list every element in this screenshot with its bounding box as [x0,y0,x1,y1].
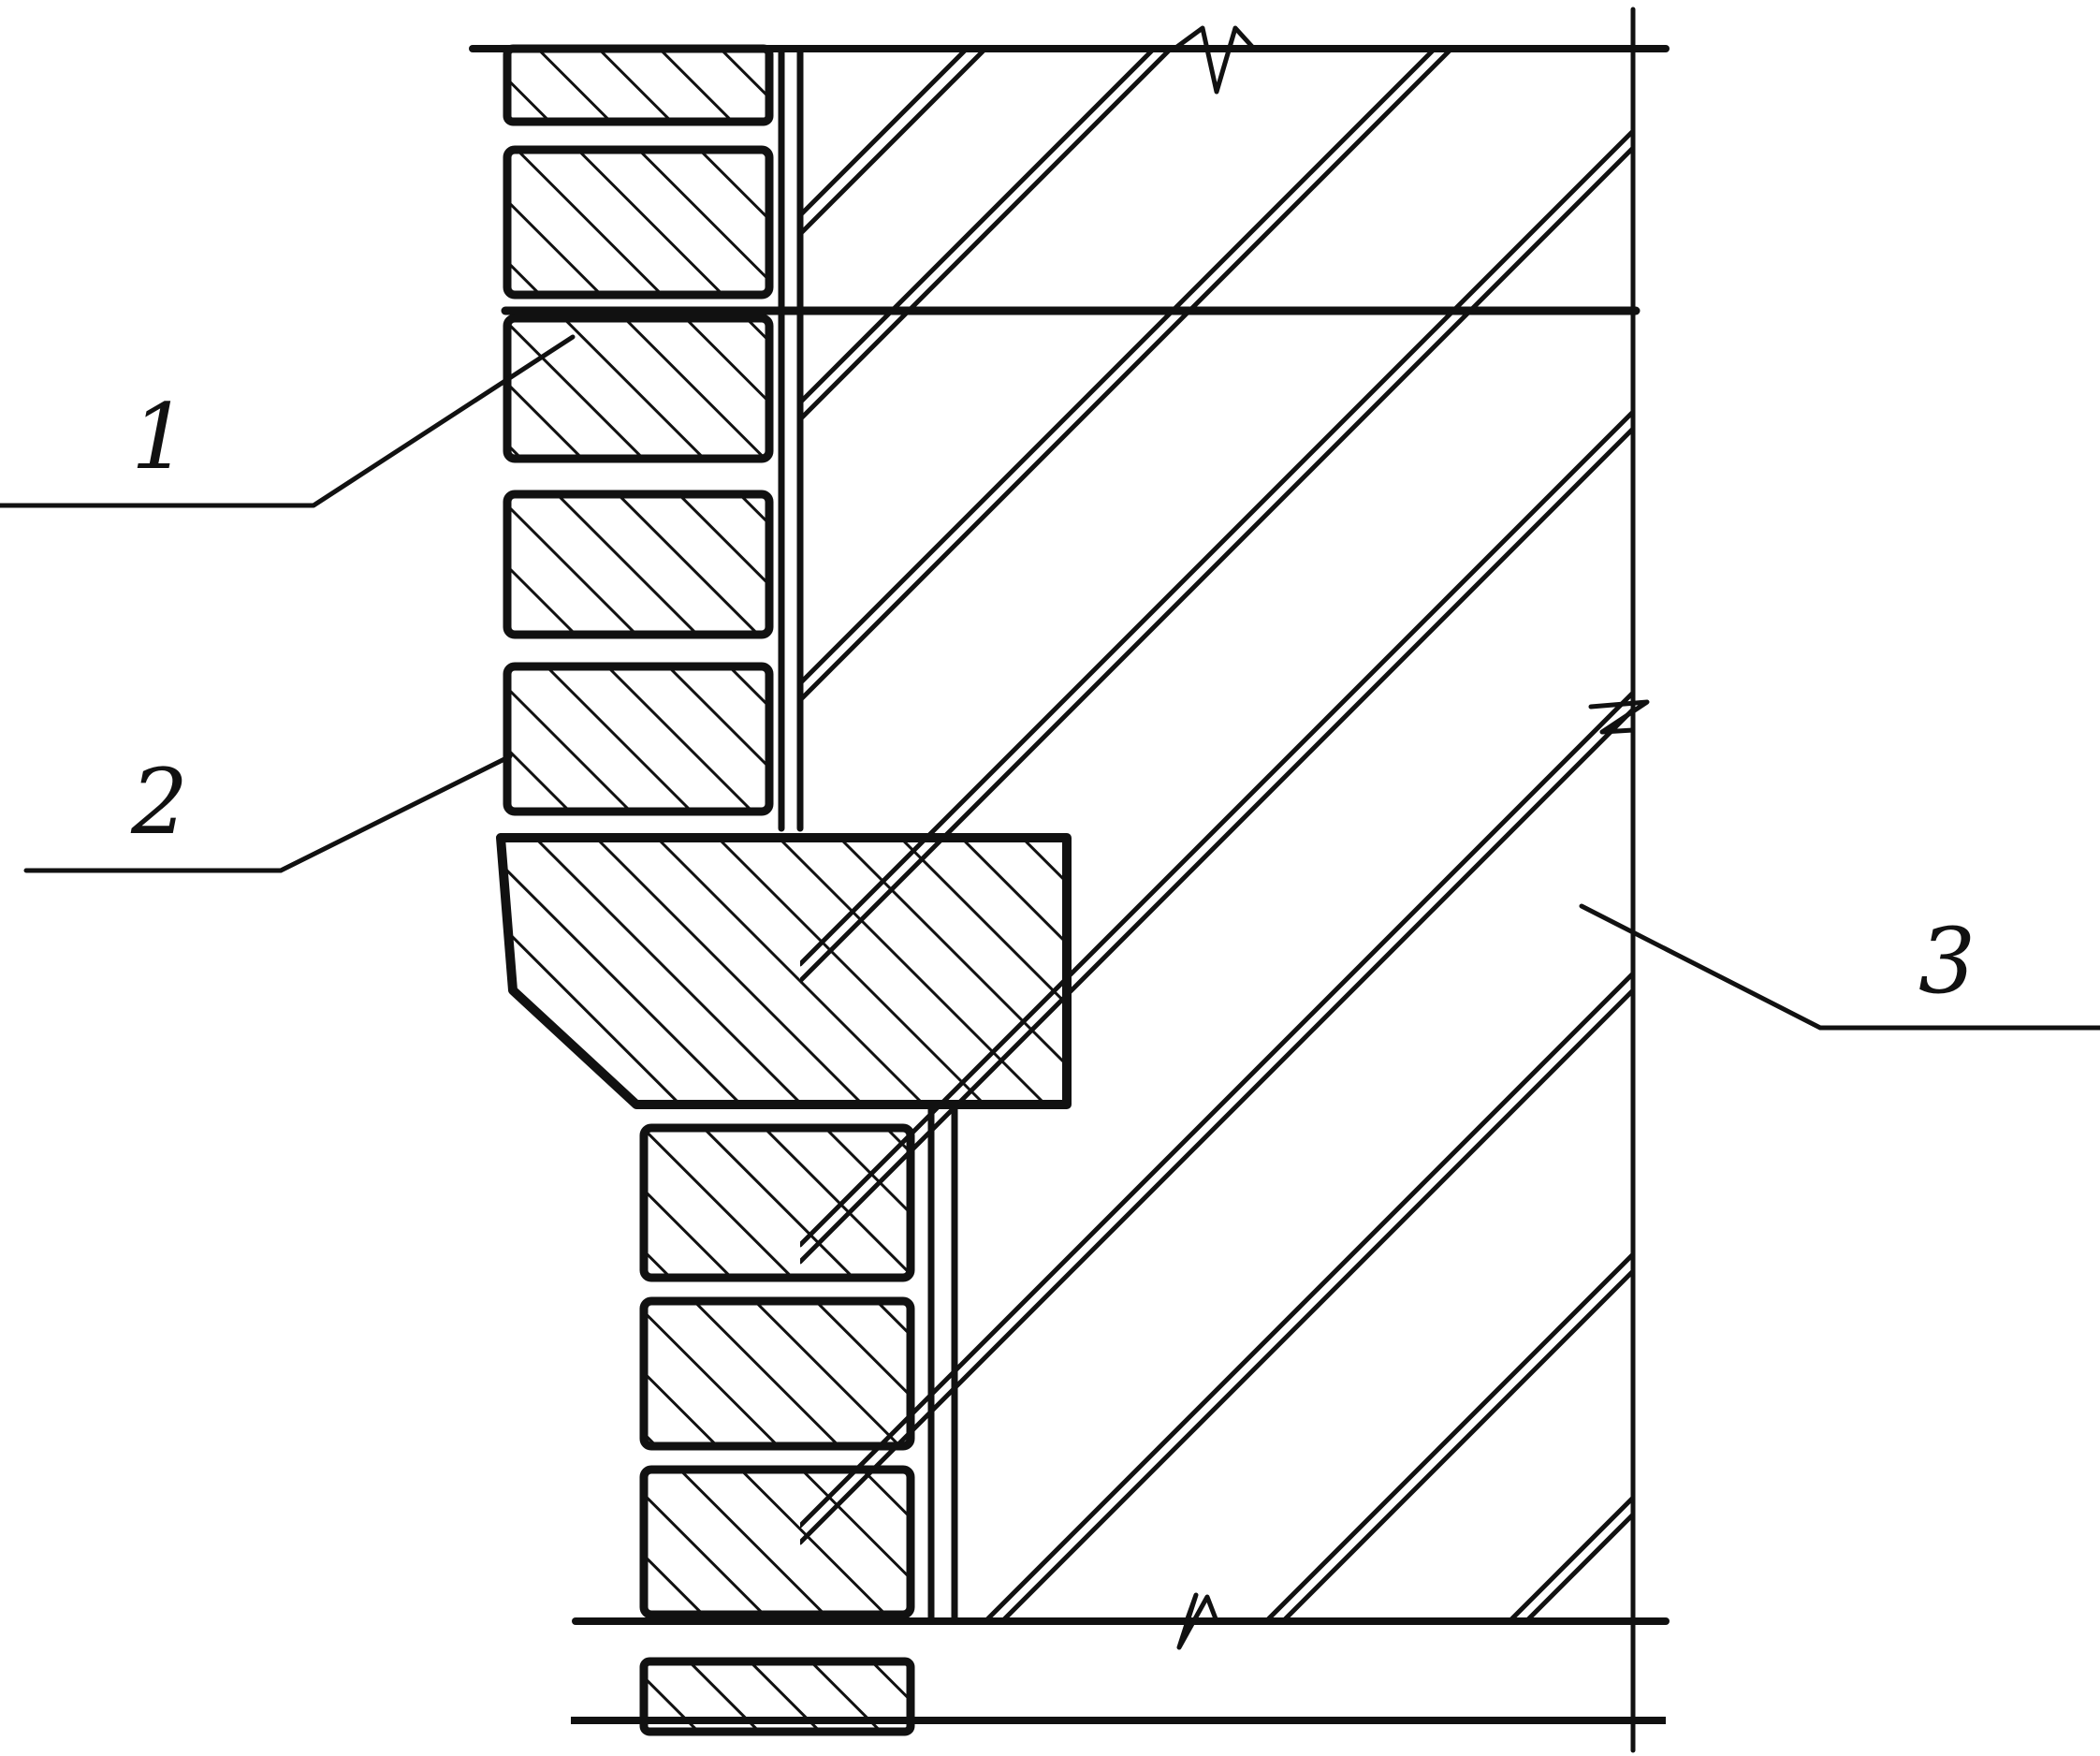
leader-lines [0,334,2100,1031]
brick [639,1465,915,1619]
brick [503,490,774,639]
brick [639,1657,915,1736]
mortar-joint-lines [778,45,958,1625]
brick [503,145,774,300]
leader-line-1 [0,334,576,508]
brick [639,1123,915,1282]
lower-brick-column [639,1123,915,1736]
corbel-block [496,833,1072,1109]
upper-brick-column [503,44,774,816]
callout-label-1: 1 [131,385,188,490]
callout-label-3: 3 [1918,909,1976,1014]
brick [503,314,774,463]
brick [503,662,774,816]
brick [639,1296,915,1451]
leader-line-3 [1579,903,2100,1031]
leader-line-2 [23,754,513,873]
callout-label-2: 2 [130,750,188,855]
brick [503,44,774,126]
